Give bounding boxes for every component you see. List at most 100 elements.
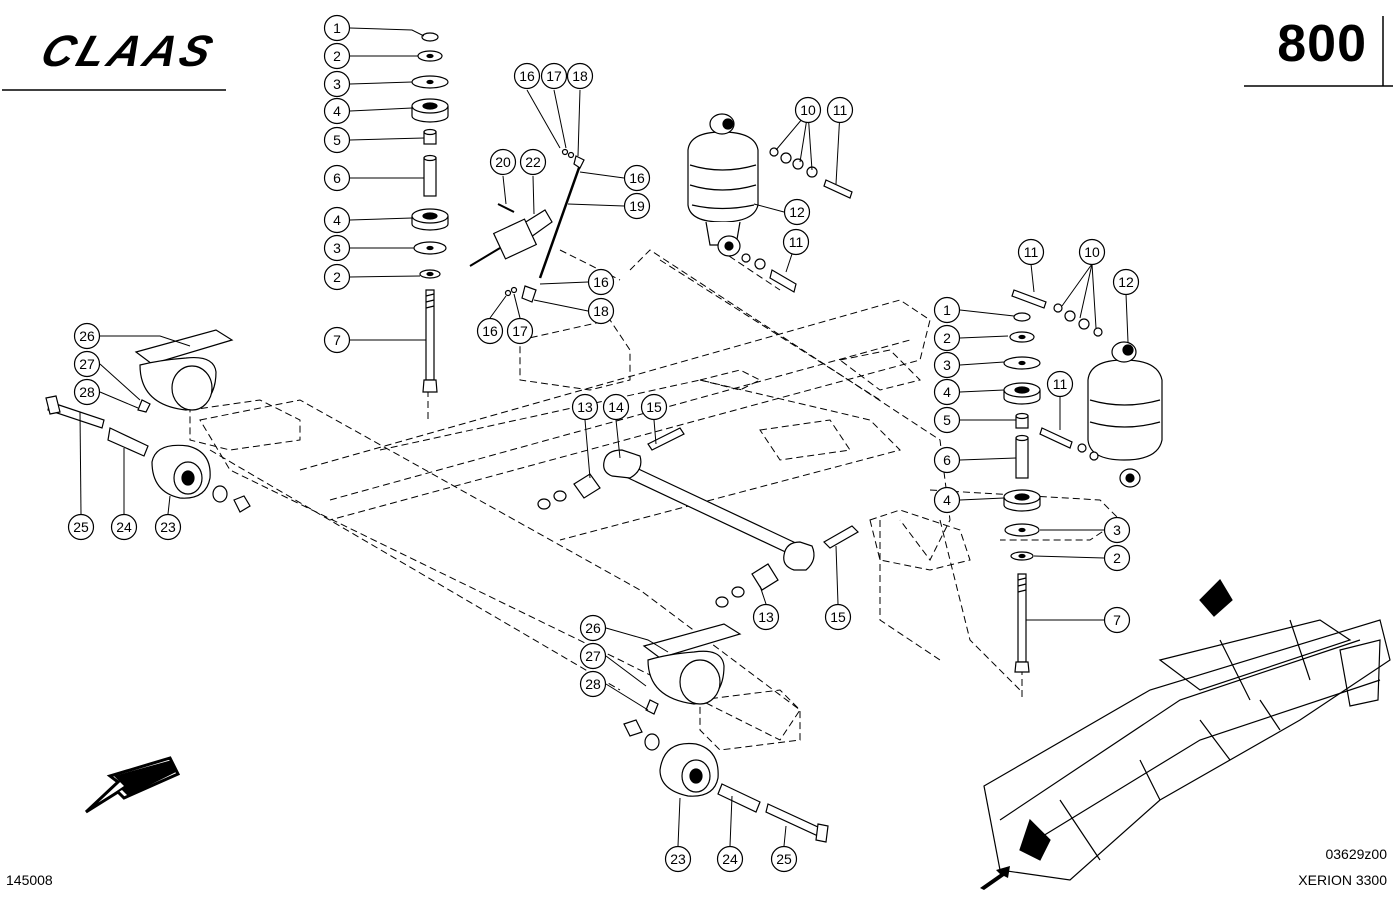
callout-23: 23 [154, 513, 182, 541]
callout-number: 13 [758, 609, 774, 625]
callout-number: 3 [1113, 522, 1121, 538]
callout-circle [933, 296, 961, 324]
callout-16: 16 [476, 317, 504, 345]
callout-number: 1 [943, 302, 951, 318]
callout-4: 4 [323, 206, 351, 234]
callout-circle [933, 324, 961, 352]
callout-15: 15 [824, 603, 852, 631]
callout-11: 11 [782, 228, 810, 256]
callout-circle [1103, 606, 1131, 634]
callout-7: 7 [323, 326, 351, 354]
callout-2: 2 [323, 42, 351, 70]
callout-2: 2 [323, 263, 351, 291]
callout-circle [640, 393, 668, 421]
callout-23: 23 [664, 845, 692, 873]
callout-number: 3 [333, 240, 341, 256]
callout-3: 3 [323, 234, 351, 262]
callout-number: 12 [1118, 274, 1134, 290]
callout-number: 25 [776, 851, 792, 867]
callout-number: 11 [1053, 376, 1068, 392]
callout-11: 11 [1017, 238, 1045, 266]
callout-28: 28 [73, 378, 101, 406]
callout-circle [1112, 268, 1140, 296]
callout-number: 25 [73, 519, 89, 535]
callout-number: 16 [629, 170, 645, 186]
callout-number: 2 [943, 330, 951, 346]
left-bearing-mount [45, 329, 251, 513]
callout-2: 2 [933, 324, 961, 352]
callout-number: 23 [160, 519, 176, 535]
callout-number: 7 [333, 332, 341, 348]
callout-circle [323, 126, 351, 154]
callout-circle [782, 228, 810, 256]
callout-number: 5 [333, 132, 341, 148]
callout-number: 4 [333, 212, 341, 228]
callout-circle [519, 148, 547, 176]
callout-27: 27 [73, 350, 101, 378]
callout-circle [506, 317, 534, 345]
right-air-spring [1011, 289, 1163, 488]
callout-circle [73, 378, 101, 406]
callout-number: 26 [79, 328, 95, 344]
callout-number: 28 [585, 676, 601, 692]
callout-6: 6 [323, 164, 351, 192]
callout-22: 22 [519, 148, 547, 176]
callout-number: 18 [593, 303, 609, 319]
callout-circle [716, 845, 744, 873]
callout-circle [587, 268, 615, 296]
callout-17: 17 [540, 62, 568, 90]
callout-number: 16 [482, 323, 498, 339]
callout-16: 16 [513, 62, 541, 90]
callout-number: 10 [800, 102, 816, 118]
callout-28: 28 [579, 670, 607, 698]
callout-4: 4 [933, 486, 961, 514]
callout-3: 3 [323, 70, 351, 98]
callout-circle [752, 603, 780, 631]
callout-number: 2 [1113, 550, 1121, 566]
callout-26: 26 [73, 322, 101, 350]
callout-circle [933, 486, 961, 514]
upper-air-spring [687, 113, 853, 293]
callout-number: 11 [789, 234, 804, 250]
callout-circle [566, 62, 594, 90]
right-mount-stack [1003, 312, 1041, 673]
callout-number: 15 [830, 609, 846, 625]
callout-number: 27 [79, 356, 95, 372]
callout-number: 23 [670, 851, 686, 867]
callout-circle [826, 96, 854, 124]
callout-circle [824, 603, 852, 631]
callout-12: 12 [1112, 268, 1140, 296]
callout-circle [579, 614, 607, 642]
callout-circle [323, 234, 351, 262]
callout-16: 16 [623, 164, 651, 192]
callout-number: 5 [943, 412, 951, 428]
callout-5: 5 [933, 406, 961, 434]
callout-20: 20 [489, 148, 517, 176]
chassis-overview-inset [983, 579, 1391, 881]
callout-13: 13 [571, 393, 599, 421]
callout-circle [323, 97, 351, 125]
callout-circle [1103, 516, 1131, 544]
callout-circle [154, 513, 182, 541]
model-name: XERION 3300 [1298, 872, 1387, 888]
callout-number: 24 [722, 851, 738, 867]
callout-26: 26 [579, 614, 607, 642]
callout-circle [933, 446, 961, 474]
callout-number: 1 [333, 20, 341, 36]
callout-circle [579, 670, 607, 698]
callout-10: 10 [1078, 238, 1106, 266]
callout-number: 17 [512, 323, 528, 339]
callout-11: 11 [826, 96, 854, 124]
callout-circle [323, 326, 351, 354]
callout-2: 2 [1103, 544, 1131, 572]
drawing-code: 03629z00 [1325, 846, 1387, 862]
callout-number: 4 [943, 384, 951, 400]
callout-number: 26 [585, 620, 601, 636]
header-rules [2, 16, 1393, 91]
callout-circle [67, 513, 95, 541]
document-number: 145008 [6, 872, 53, 888]
callout-circle [571, 393, 599, 421]
callout-11: 11 [1046, 370, 1074, 398]
